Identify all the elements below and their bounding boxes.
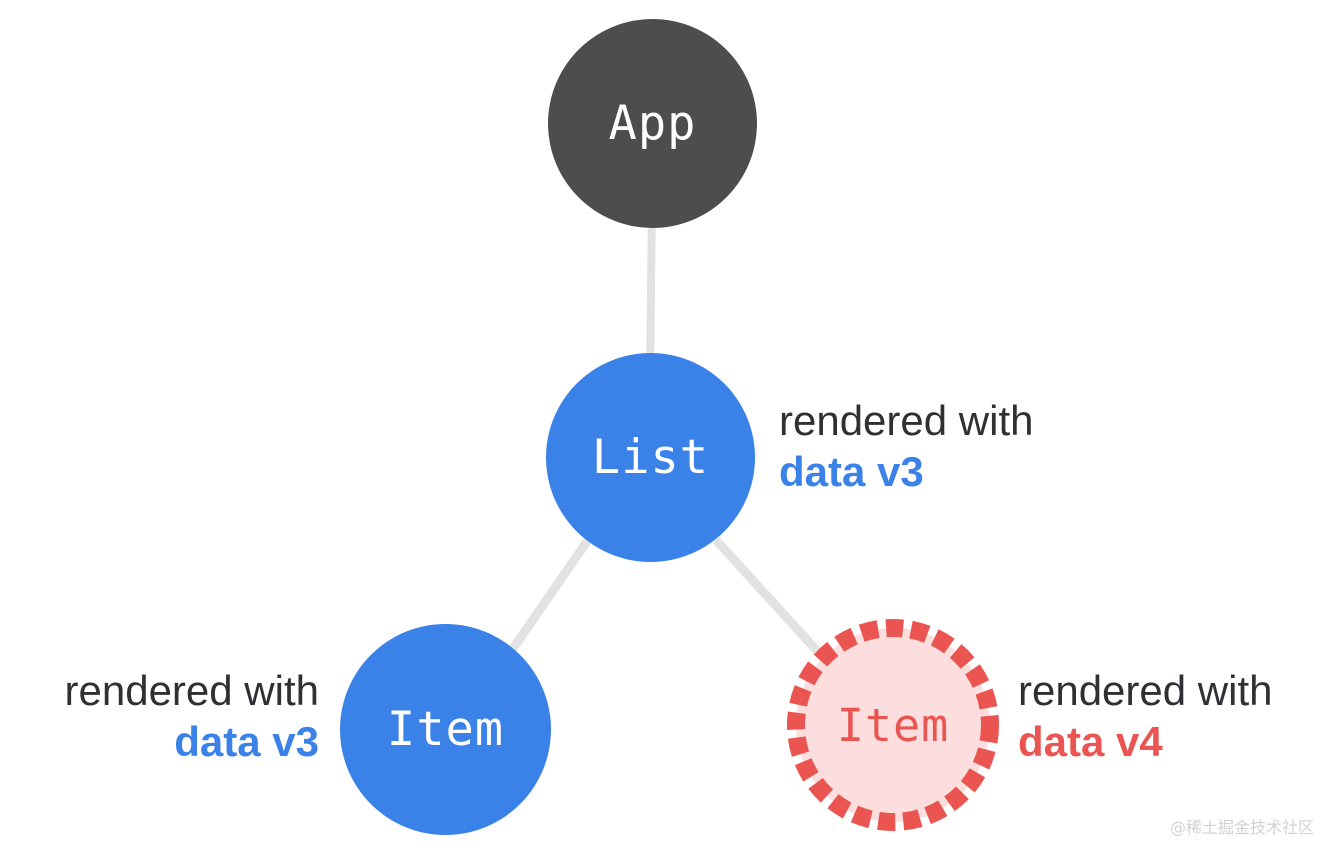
annotation-list-line2: data v3 [779,448,924,496]
annotation-list: rendered with data v3 [779,398,1033,495]
annotation-item-red-line2: data v4 [1018,718,1163,766]
edge-list-to-item-blue [508,537,592,653]
annotation-list-line1: rendered with [779,397,1034,444]
node-item-red-updated[interactable]: Item [787,619,999,831]
watermark: @稀土掘金技术社区 [1169,818,1314,837]
node-app[interactable]: App [548,19,757,228]
annotation-item-red-line1: rendered with [1018,667,1273,714]
node-list[interactable]: List [546,353,755,562]
annotation-item-blue-line1: rendered with [64,667,319,714]
node-app-label: App [608,96,697,151]
edge-app-to-list [646,199,656,381]
node-list-label: List [591,430,710,485]
annotation-item-blue: rendered with data v3 [65,668,319,765]
annotation-item-blue-line2: data v3 [174,718,319,766]
node-item-blue-label: Item [386,702,505,757]
node-item-blue[interactable]: Item [340,624,551,835]
edge-list-to-item-red [712,536,834,669]
node-item-red-label: Item [836,698,950,752]
annotation-item-red: rendered with data v4 [1018,668,1272,765]
